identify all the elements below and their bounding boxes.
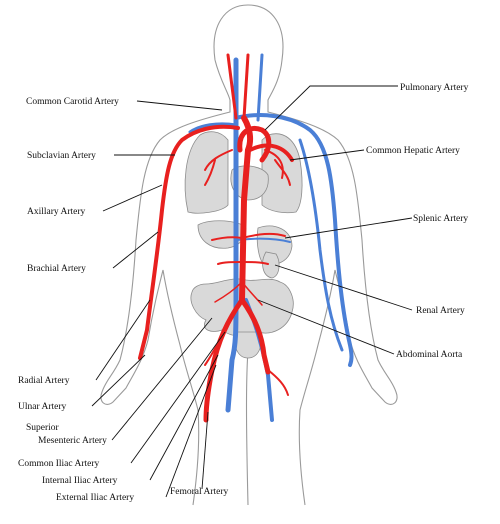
kidney (262, 251, 280, 279)
left-subclavian-artery (138, 124, 240, 360)
iliac-right (239, 297, 271, 375)
lung-branches-left (204, 149, 233, 186)
right-arm-vein (298, 138, 344, 352)
label-subclavian-artery: Subclavian Artery (27, 151, 96, 161)
label-common-hepatic-artery: Common Hepatic Artery (366, 146, 460, 156)
label-superior-mesenteric-line2: Mesenteric Artery (38, 436, 107, 446)
label-internal-iliac-artery: Internal Iliac Artery (42, 476, 118, 486)
pulmonary-artery (248, 143, 294, 162)
right-brachiocephalic-vein (234, 113, 354, 367)
left-subclavian-vein (188, 122, 238, 134)
leader-lines (91, 85, 413, 498)
vena-cava (225, 57, 239, 413)
labels: Common Carotid Artery Subclavian Artery … (18, 83, 469, 503)
jugular-vein (256, 53, 264, 122)
celiac-branches (211, 232, 286, 241)
left-lung (184, 131, 229, 214)
label-common-iliac-artery: Common Iliac Artery (18, 459, 100, 469)
label-splenic-artery: Splenic Artery (413, 214, 468, 224)
body-outline (100, 4, 398, 506)
iliac-left (203, 297, 245, 423)
lung-branches-right (264, 149, 291, 186)
label-abdominal-aorta: Abdominal Aorta (396, 350, 463, 360)
label-renal-artery: Renal Artery (416, 306, 465, 316)
aorta (239, 115, 254, 303)
right-leg-branch (267, 369, 289, 396)
organs (184, 131, 303, 359)
renal-branches (217, 261, 269, 265)
carotid-right (242, 53, 250, 120)
label-external-iliac-artery: External Iliac Artery (56, 493, 134, 503)
label-pulmonary-artery: Pulmonary Artery (400, 83, 469, 93)
label-ulnar-artery: Ulnar Artery (18, 402, 67, 412)
label-superior-mesenteric-line1: Superior (26, 423, 60, 433)
internal-iliac (204, 339, 221, 366)
carotid-left (226, 53, 238, 120)
label-brachial-artery: Brachial Artery (27, 264, 86, 274)
label-axillary-artery: Axillary Artery (27, 207, 86, 217)
liver (197, 220, 247, 249)
label-common-carotid-artery: Common Carotid Artery (26, 97, 119, 107)
mesenteric-branches (214, 281, 263, 306)
label-radial-artery: Radial Artery (18, 376, 70, 386)
arteries (138, 53, 294, 423)
label-femoral-artery: Femoral Artery (170, 487, 229, 497)
